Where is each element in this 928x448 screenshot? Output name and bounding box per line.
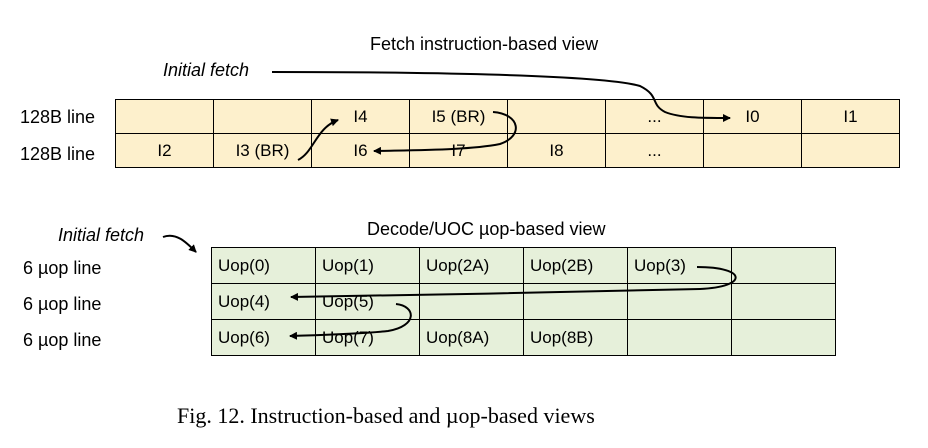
fetch-cell: I3 (BR) [213, 133, 312, 168]
uop-initial-fetch-label: Initial fetch [58, 225, 145, 245]
fetch-line-row-1: I4 I5 (BR) ... I0 I1 [115, 99, 900, 134]
uop-line-row-1: Uop(0) Uop(1) Uop(2A) Uop(2B) Uop(3) [211, 247, 836, 284]
fetch-cell: I6 [311, 133, 410, 168]
uop-cell [731, 319, 836, 356]
uop-initial-fetch-arrow [162, 234, 197, 253]
fetch-cell: I4 [311, 99, 410, 134]
i3-to-i4-arrow [297, 118, 339, 161]
uop-row-label-3: 6 µop line [23, 330, 102, 350]
fetch-cell [507, 99, 606, 134]
uop-line-row-2: Uop(4) Uop(5) [211, 283, 836, 320]
uop-cell: Uop(5) [315, 283, 420, 320]
fetch-view-title: Fetch instruction-based view [370, 34, 599, 54]
uop5-to-uop6-arrow [289, 303, 412, 340]
fetch-row-label-1: 128B line [20, 107, 96, 127]
uop-view-title: Decode/UOC µop-based view [367, 219, 606, 239]
fetch-cell [115, 99, 214, 134]
fetch-row-label-2: 128B line [20, 144, 96, 164]
uop-row-label-2: 6 µop line [23, 294, 102, 314]
figure-caption: Fig. 12. Instruction-based and µop-based… [177, 403, 595, 428]
uop-line-row-3: Uop(6) Uop(7) Uop(8A) Uop(8B) [211, 319, 836, 356]
uop-row-label-1: 6 µop line [23, 258, 102, 278]
fetch-cell: I8 [507, 133, 606, 168]
fetch-line-row-2: I2 I3 (BR) I6 I7 I8 ... [115, 133, 900, 168]
i5-to-i6-arrow [373, 111, 517, 155]
uop-cell: Uop(4) [211, 283, 316, 320]
fetch-cell: I0 [703, 99, 802, 134]
fetch-line-grid: I4 I5 (BR) ... I0 I1 I2 I3 (BR) I6 I7 I8… [115, 99, 900, 168]
fetch-cell [703, 133, 802, 168]
uop-cell [627, 319, 732, 356]
fetch-cell: ... [605, 133, 704, 168]
uop-line-grid: Uop(0) Uop(1) Uop(2A) Uop(2B) Uop(3) Uop… [211, 247, 836, 356]
fetch-cell: I2 [115, 133, 214, 168]
uop-cell: Uop(0) [211, 247, 316, 284]
uop-cell: Uop(8A) [419, 319, 524, 356]
initial-fetch-to-i0-arrow [271, 71, 731, 122]
fetch-cell: I7 [409, 133, 508, 168]
uop-cell: Uop(7) [315, 319, 420, 356]
fetch-cell: I5 (BR) [409, 99, 508, 134]
fetch-cell [801, 133, 900, 168]
uop-cell [523, 283, 628, 320]
fetch-initial-fetch-label: Initial fetch [163, 60, 250, 80]
uop-cell: Uop(2A) [419, 247, 524, 284]
fetch-cell: I1 [801, 99, 900, 134]
uop-cell: Uop(2B) [523, 247, 628, 284]
uop3-to-uop4-arrow [290, 266, 737, 301]
uop-cell: Uop(1) [315, 247, 420, 284]
